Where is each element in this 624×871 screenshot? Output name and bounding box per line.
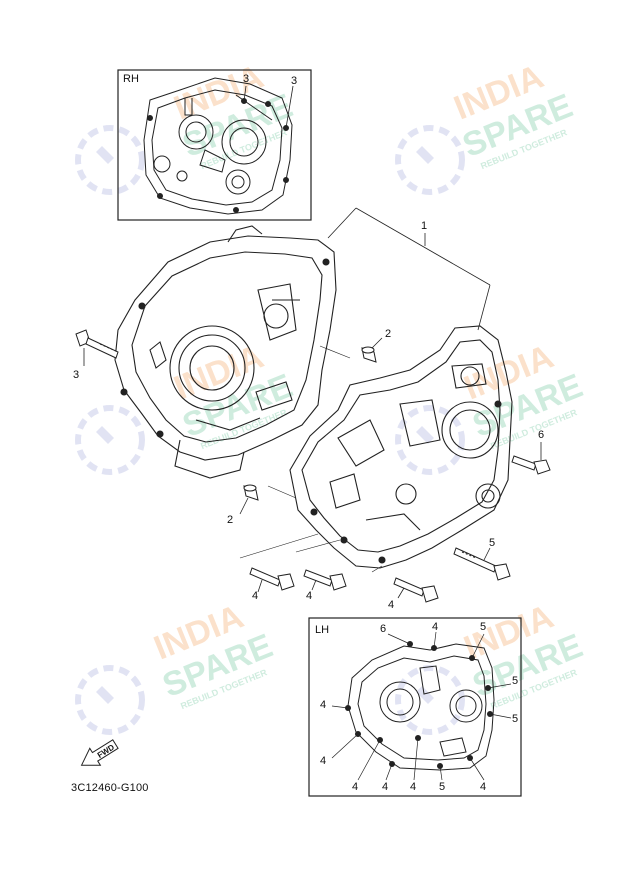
bolt-4 xyxy=(393,577,439,603)
lh-callout: 4 xyxy=(382,781,388,793)
main-callout: 4 xyxy=(306,590,312,602)
lh-leaders xyxy=(331,631,512,781)
inset-lh-label: LH xyxy=(315,624,329,636)
lh-callout: 5 xyxy=(480,621,486,633)
leader xyxy=(397,587,405,599)
leader xyxy=(257,579,263,593)
main-callout: 4 xyxy=(388,599,394,611)
main-callout: 2 xyxy=(227,514,233,526)
drawing-code: 3C12460-G100 xyxy=(71,782,149,794)
dowel-pin xyxy=(243,484,259,501)
rh-crankcase-drawing xyxy=(143,77,293,215)
inset-rh-frame xyxy=(117,69,312,221)
bolt-4 xyxy=(249,567,295,591)
bolt-6 xyxy=(511,455,551,475)
lh-crankcase-drawing xyxy=(347,643,495,771)
lh-callout: 4 xyxy=(410,781,416,793)
inset-lh: LH xyxy=(308,617,522,797)
inset-rh: RH 3 3 xyxy=(117,69,312,221)
lh-callout: 6 xyxy=(380,623,386,635)
lh-callout: 5 xyxy=(512,675,518,687)
leader xyxy=(371,337,383,349)
rh-callout: 3 xyxy=(243,73,249,85)
bolt-5 xyxy=(453,547,511,581)
main-callout: 2 xyxy=(385,328,391,340)
main-exploded-view: 1 2 2 xyxy=(73,207,551,611)
callout-1-bracket xyxy=(355,207,491,286)
watermark-group: INDIA SPARE REBUILD TOGETHER INDIA SPARE… xyxy=(78,58,588,732)
lh-callout: 5 xyxy=(512,713,518,725)
dowel-pin xyxy=(361,346,377,363)
main-callout: 6 xyxy=(538,429,544,441)
right-crankcase-half xyxy=(114,225,337,479)
left-crankcase-half xyxy=(289,325,513,569)
lh-callout: 4 xyxy=(432,621,438,633)
fwd-arrow: FWD xyxy=(80,739,119,766)
main-callout: 4 xyxy=(252,590,258,602)
assembly-guide-lines xyxy=(239,345,383,573)
bolt-4 xyxy=(303,569,347,591)
rh-leader xyxy=(243,85,247,102)
lh-callout: 4 xyxy=(480,781,486,793)
lh-callout: 4 xyxy=(320,755,326,767)
lh-callout: 4 xyxy=(352,781,358,793)
leader xyxy=(311,579,317,591)
main-callout: 5 xyxy=(489,537,495,549)
main-callout: 1 xyxy=(421,220,427,232)
inset-rh-label: RH xyxy=(123,73,139,85)
callout-1-bracket xyxy=(327,207,357,239)
rh-leader xyxy=(285,85,294,129)
lh-callout: 5 xyxy=(439,781,445,793)
rh-callout: 3 xyxy=(291,75,297,87)
inset-lh-frame xyxy=(308,617,522,797)
callout-1-bracket xyxy=(477,284,491,331)
leader xyxy=(239,497,249,515)
leader xyxy=(483,547,491,561)
long-bolt xyxy=(75,329,119,359)
lh-callout: 4 xyxy=(320,699,326,711)
main-callout: 3 xyxy=(73,369,79,381)
